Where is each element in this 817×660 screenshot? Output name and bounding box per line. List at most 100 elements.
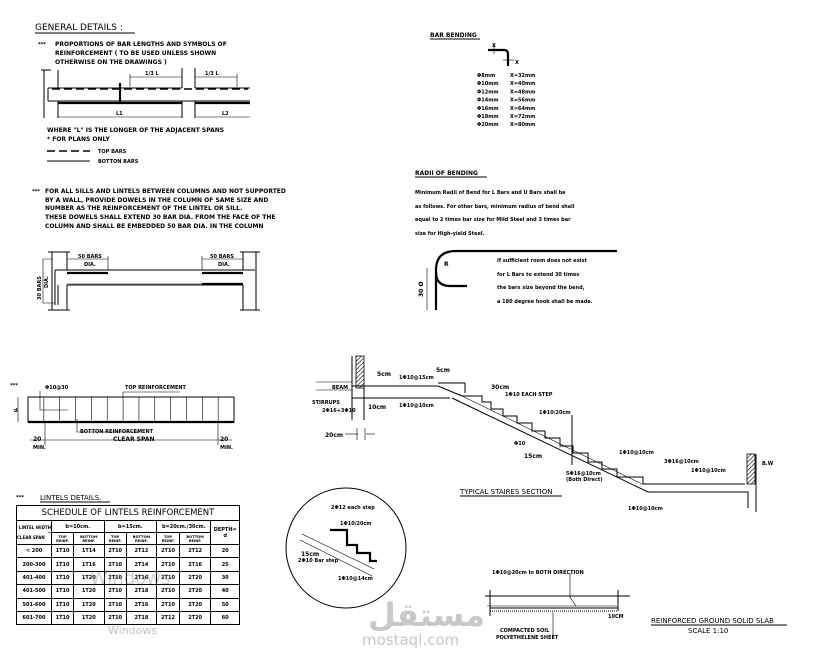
rebar-label: 1Φ10@15cm — [399, 375, 434, 381]
min-label: MIN. — [220, 445, 233, 451]
table-cell: 2T18 — [125, 610, 158, 626]
table-cell: 2T20 — [178, 597, 212, 612]
table-cell: 25 — [210, 557, 240, 572]
table-cell: 2T12 — [156, 610, 180, 626]
lintels-schedule-table: SCHEDULE OF LINTELS REINFORCEMENT LINTEL… — [16, 505, 240, 626]
depth-header: DEPTH= d — [210, 520, 240, 545]
min-dim: 20 — [220, 436, 228, 443]
dim-label: 15cm — [524, 453, 542, 460]
table-cell: 401-500 — [16, 584, 52, 599]
table-cell: 1T20 — [73, 610, 105, 626]
dim-label: DIA. — [84, 262, 96, 268]
beam-proportions-drawing — [41, 68, 250, 118]
bend-length: X=56mm — [510, 98, 535, 104]
stair-section-drawing — [316, 355, 757, 512]
radii-text: size for High-yield Steel. — [415, 231, 485, 237]
dim-label: 50 BARS — [210, 254, 234, 260]
dim-label: 20cm — [325, 432, 343, 439]
rebar-label: 5Φ16@10cm — [566, 471, 601, 477]
table-cell: 1T20 — [73, 597, 105, 612]
windows-watermark: Windows — [108, 624, 158, 637]
hook-note: the bars size beyond the bend, — [497, 285, 585, 291]
table-cell: 1T10 — [50, 597, 75, 612]
note-line: FOR ALL SILLS AND LINTELS BETWEEN COLUMN… — [45, 188, 286, 195]
enlarged-detail-circle — [285, 487, 407, 609]
bar-diameter: Φ8mm — [477, 73, 495, 79]
span-label: L1 — [116, 111, 123, 117]
min-dim: 20 — [33, 436, 41, 443]
soil-label: COMPACTED SOIL — [500, 628, 550, 634]
mostaql-url: mostaql.com — [362, 631, 460, 649]
span-label: L2 — [222, 111, 229, 117]
sub-header: BOTTOM REINF. — [178, 532, 212, 545]
sub-header: TOP REINF. — [156, 532, 180, 545]
bar-diameter: Φ16mm — [477, 106, 499, 112]
slab-title: REINFORCED GROUND SOLID SLAB — [651, 617, 774, 625]
corner-bottom: CLEAR SPAN — [17, 535, 45, 540]
corner-top: LINTEL WIDTH → — [18, 525, 51, 535]
detail-label: 2Φ10 Bar step — [298, 558, 339, 564]
rebar-label: 1Φ10@10cm — [619, 450, 654, 456]
bend-length: X=40mm — [510, 81, 535, 87]
detail-label: 2Φ12 each step — [331, 505, 375, 511]
dim-label: 1/3 L — [145, 71, 160, 77]
rebar-label: 1Φ10@10cm — [691, 468, 726, 474]
sheet-label: POLYETHELENE SHEET — [496, 635, 559, 641]
min-label: MIN. — [33, 445, 46, 451]
bar-bending-title: BAR BENDING — [430, 32, 477, 39]
plans-note: * FOR PLANS ONLY — [47, 136, 110, 143]
table-cell: 2T10 — [103, 610, 127, 626]
radii-text: as follows. For other bars, minimum radi… — [415, 204, 575, 210]
dim-label: 30 BARS — [37, 276, 43, 300]
where-note: WHERE "L" IS THE LONGER OF THE ADJACENT … — [47, 127, 224, 134]
x-label: X — [515, 60, 519, 66]
table-cell: 601-700 — [16, 610, 52, 626]
detail-label: 15cm — [301, 551, 319, 558]
sill-dowel-drawing — [42, 251, 260, 311]
dim-label: DIA. — [218, 262, 230, 268]
wall-label: B.W — [762, 461, 774, 467]
sub-header: BOTTOM REINF. — [125, 532, 158, 545]
group-header: b=20cm./30cm. — [156, 520, 212, 533]
table-cell: 1T14 — [73, 543, 105, 559]
table-cell: 30 — [210, 570, 240, 586]
bar-diameter: Φ18mm — [477, 114, 499, 120]
dim-label: 30cm — [491, 384, 509, 391]
group-header: b=10cm. — [51, 520, 105, 533]
windows-watermark: Windows — [90, 568, 171, 589]
table-cell: 2T16 — [125, 597, 158, 612]
table-cell: 1T10 — [50, 557, 75, 572]
note-line: NUMBER AS THE REINFORCEMENT OF THE LINTE… — [45, 205, 242, 212]
note-line: OTHERWISE ON THE DRAWINGS ) — [55, 59, 167, 66]
table-cell: 2T10 — [156, 543, 180, 559]
table-cell: 1T10 — [50, 570, 75, 586]
mostaql-logo: مستقل — [368, 596, 486, 634]
stirrup-label: Φ10@30 — [45, 385, 69, 391]
dim-label: 5cm — [436, 367, 450, 374]
dim-label: DIA. — [44, 276, 50, 288]
depth-label: d — [14, 408, 18, 414]
legend-top-bars: TOP BARS — [98, 149, 127, 155]
ground-slab-drawing — [485, 573, 630, 639]
dim-label: 1/3 L — [205, 71, 220, 77]
thickness-label: 10CM — [608, 614, 624, 620]
note-line: BY A WALL, PROVIDE DOWELS IN THE COLUMN … — [45, 197, 268, 204]
bend-length: X=48mm — [510, 89, 535, 95]
note-mark: *** — [16, 495, 24, 501]
table-cell: 2T16 — [178, 557, 212, 572]
bend-length: X=80mm — [510, 122, 535, 128]
table-cell: 2T10 — [156, 597, 180, 612]
table-cell: 50 — [210, 597, 240, 612]
rebar-label: 1Φ10 EACH STEP — [505, 392, 553, 398]
table-cell: 1T10 — [50, 584, 75, 599]
rebar-label: 2Φ16+3Φ10 — [322, 408, 356, 414]
table-cell: 2T20 — [178, 570, 212, 586]
rebar-label: (Both Direct) — [566, 477, 603, 483]
note-line: THESE DOWELS SHALL EXTEND 30 BAR DIA. FR… — [45, 214, 276, 221]
sub-header: BOTTOM REINF. — [73, 532, 105, 545]
table-cell: 40 — [210, 584, 240, 599]
sub-header: TOP REINF. — [103, 532, 127, 545]
table-cell: 2T12 — [178, 543, 212, 559]
